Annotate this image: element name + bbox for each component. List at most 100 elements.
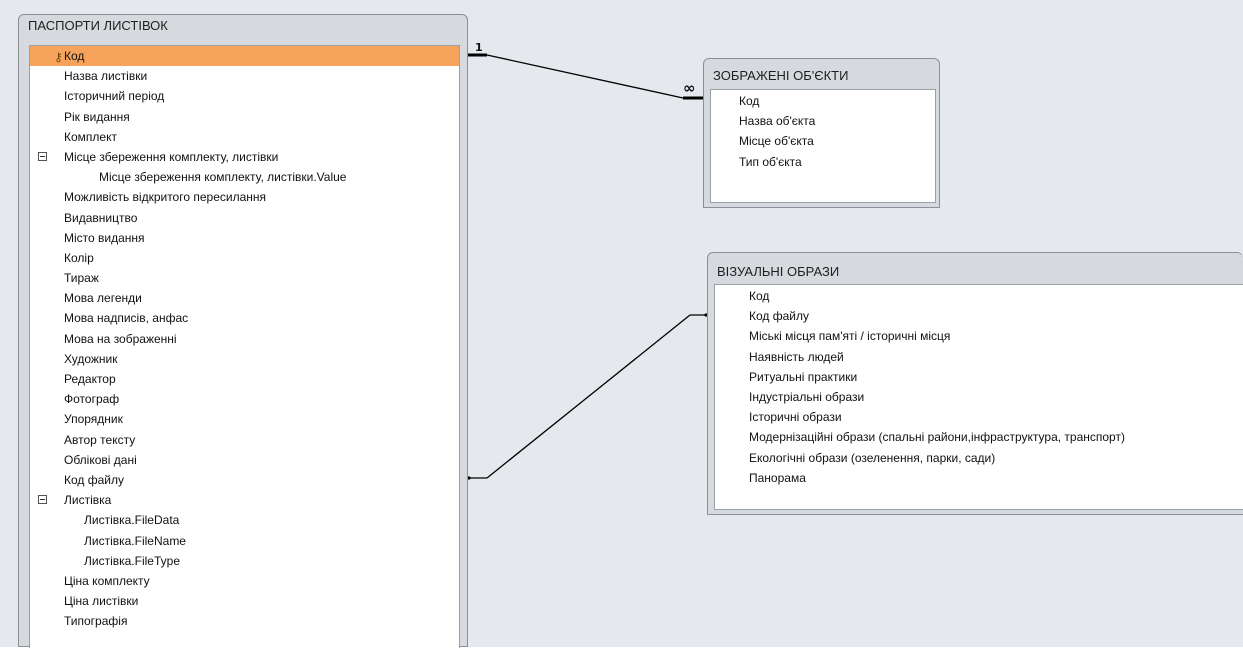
field-label: Можливість відкритого пересилання	[64, 190, 267, 205]
collapse-minus-icon[interactable]	[38, 151, 47, 161]
field-row[interactable]: Назва об'єкта	[711, 111, 935, 131]
field-label: Тираж	[64, 271, 99, 286]
field-row-attachment[interactable]: Листівка	[30, 490, 459, 510]
field-row[interactable]: Наявність людей	[715, 347, 1243, 367]
field-label: Автор тексту	[64, 432, 136, 447]
field-row[interactable]: Код	[711, 91, 935, 111]
field-row[interactable]: Місце об'єкта	[711, 131, 935, 151]
field-row[interactable]: Панорама	[715, 468, 1243, 488]
field-row[interactable]: Індустріальні образи	[715, 387, 1243, 407]
field-label: Мова легенди	[64, 291, 142, 306]
field-label: Код	[739, 94, 760, 108]
field-label: Код файлу	[64, 472, 124, 487]
table-title[interactable]: ЗОБРАЖЕНІ ОБ'ЄКТИ	[713, 68, 849, 83]
field-row-multivalue[interactable]: Місце збереження комплекту, листівки	[30, 147, 459, 167]
field-label: Індустріальні образи	[749, 389, 865, 404]
field-label: Колір	[64, 250, 94, 265]
field-row[interactable]: Модернізаційні образи (спальні райони,ін…	[715, 427, 1243, 447]
field-label: Міські місця пам'яті / історичні місця	[749, 329, 951, 344]
field-label: Код	[749, 289, 770, 303]
field-label: Редактор	[64, 372, 116, 386]
field-row[interactable]: Історичні образи	[715, 407, 1243, 427]
field-row-kod[interactable]: ⚷ Код	[30, 46, 459, 67]
field-row[interactable]: Ціна листівки	[30, 591, 459, 611]
field-label: Тип об'єкта	[739, 154, 802, 169]
field-row[interactable]: Назва листівки	[30, 66, 459, 86]
field-row-subfield[interactable]: Листівка.FileName	[30, 531, 459, 551]
field-row[interactable]: Можливість відкритого пересилання	[30, 187, 459, 207]
field-row-subfield[interactable]: Листівка.FileData	[30, 510, 459, 530]
field-label: Листівка.FileName	[84, 533, 186, 548]
field-label: Мова на зображенні	[64, 331, 177, 346]
field-label: Ціна комплекту	[64, 573, 150, 588]
relationship-many-label: ∞	[683, 79, 696, 97]
field-row[interactable]: Місто видання	[30, 228, 459, 248]
field-label: Назва об'єкта	[739, 114, 816, 129]
field-row[interactable]: Рік видання	[30, 107, 459, 127]
field-label: Ритуальні практики	[749, 369, 858, 384]
field-row[interactable]: Типографія	[30, 611, 459, 631]
field-label: Комплект	[64, 129, 117, 144]
field-label: Типографія	[64, 614, 128, 629]
field-label: Листівка	[64, 493, 112, 508]
field-row[interactable]: Колір	[30, 248, 459, 268]
field-label: Упорядник	[64, 412, 123, 427]
field-list: Код Назва об'єкта Місце об'єкта Тип об'є…	[710, 89, 936, 203]
field-list: ⚷ Код Назва листівки Історичний період Р…	[29, 45, 460, 648]
field-row[interactable]: Фотограф	[30, 389, 459, 409]
field-label: Рік видання	[64, 109, 130, 124]
field-label: Наявність людей	[749, 349, 844, 364]
field-label: Ціна листівки	[64, 594, 139, 609]
relationship-pasporty-zobrazheni[interactable]	[468, 53, 704, 100]
field-row[interactable]: Автор тексту	[30, 430, 459, 450]
field-label: Видавництво	[64, 210, 138, 225]
table-title[interactable]: ВІЗУАЛЬНІ ОБРАЗИ	[717, 264, 840, 279]
field-row[interactable]: Історичний період	[30, 86, 459, 106]
field-label: Листівка.FileType	[84, 553, 180, 568]
key-icon: ⚷	[54, 50, 63, 64]
field-row[interactable]: Тираж	[30, 268, 459, 288]
field-row[interactable]: Тип об'єкта	[711, 152, 935, 172]
field-label: Модернізаційні образи (спальні райони,ін…	[749, 430, 1125, 445]
table-title[interactable]: ПАСПОРТИ ЛИСТІВОК	[28, 18, 168, 33]
field-row[interactable]: Ціна комплекту	[30, 571, 459, 591]
field-label: Місце збереження комплекту, листівки.Val…	[99, 170, 347, 185]
field-label: Фотограф	[64, 392, 120, 407]
field-label: Місце збереження комплекту, листівки	[64, 149, 279, 164]
table-vizualni-obrazy[interactable]: ВІЗУАЛЬНІ ОБРАЗИ Код Код файлу Міські мі…	[707, 252, 1243, 515]
relationship-pasporty-vizualni[interactable]	[467, 313, 708, 480]
field-row[interactable]: Редактор	[30, 369, 459, 389]
field-label: Мова надписів, анфас	[64, 311, 189, 326]
field-row[interactable]: Мова надписів, анфас	[30, 308, 459, 328]
field-row[interactable]: Облікові дані	[30, 450, 459, 470]
field-row-subfield[interactable]: Місце збереження комплекту, листівки.Val…	[30, 167, 459, 187]
field-label: Екологічні образи (озеленення, парки, са…	[749, 450, 996, 465]
field-row[interactable]: Екологічні образи (озеленення, парки, са…	[715, 448, 1243, 468]
field-list: Код Код файлу Міські місця пам'яті / іст…	[714, 284, 1243, 510]
field-row[interactable]: Код файлу	[30, 470, 459, 490]
field-row[interactable]: Мова на зображенні	[30, 329, 459, 349]
field-label: Облікові дані	[64, 452, 137, 467]
field-label: Місто видання	[64, 230, 145, 245]
field-row[interactable]: Мова легенди	[30, 288, 459, 308]
field-row[interactable]: Код файлу	[715, 306, 1243, 326]
relationship-one-label: 1	[475, 41, 483, 54]
field-label: Панорама	[749, 470, 806, 485]
field-row[interactable]: Упорядник	[30, 409, 459, 429]
field-row[interactable]: Видавництво	[30, 208, 459, 228]
collapse-minus-icon[interactable]	[38, 495, 47, 505]
field-label: Історичний період	[64, 89, 165, 104]
field-label: Код файлу	[749, 309, 809, 324]
field-row[interactable]: Міські місця пам'яті / історичні місця	[715, 326, 1243, 346]
table-pasporty-lystivok[interactable]: ПАСПОРТИ ЛИСТІВОК ⚷ Код Назва листівки І…	[18, 14, 468, 648]
field-label: Назва листівки	[64, 69, 148, 84]
field-row[interactable]: Художник	[30, 349, 459, 369]
field-row[interactable]: Код	[715, 286, 1243, 306]
field-label: Історичні образи	[749, 410, 842, 425]
table-zobrazheni-obiekty[interactable]: ЗОБРАЖЕНІ ОБ'ЄКТИ Код Назва об'єкта Місц…	[703, 58, 940, 208]
field-row[interactable]: Ритуальні практики	[715, 367, 1243, 387]
field-row[interactable]: Комплект	[30, 127, 459, 147]
field-row-subfield[interactable]: Листівка.FileType	[30, 551, 459, 571]
field-label: Місце об'єкта	[739, 134, 814, 149]
